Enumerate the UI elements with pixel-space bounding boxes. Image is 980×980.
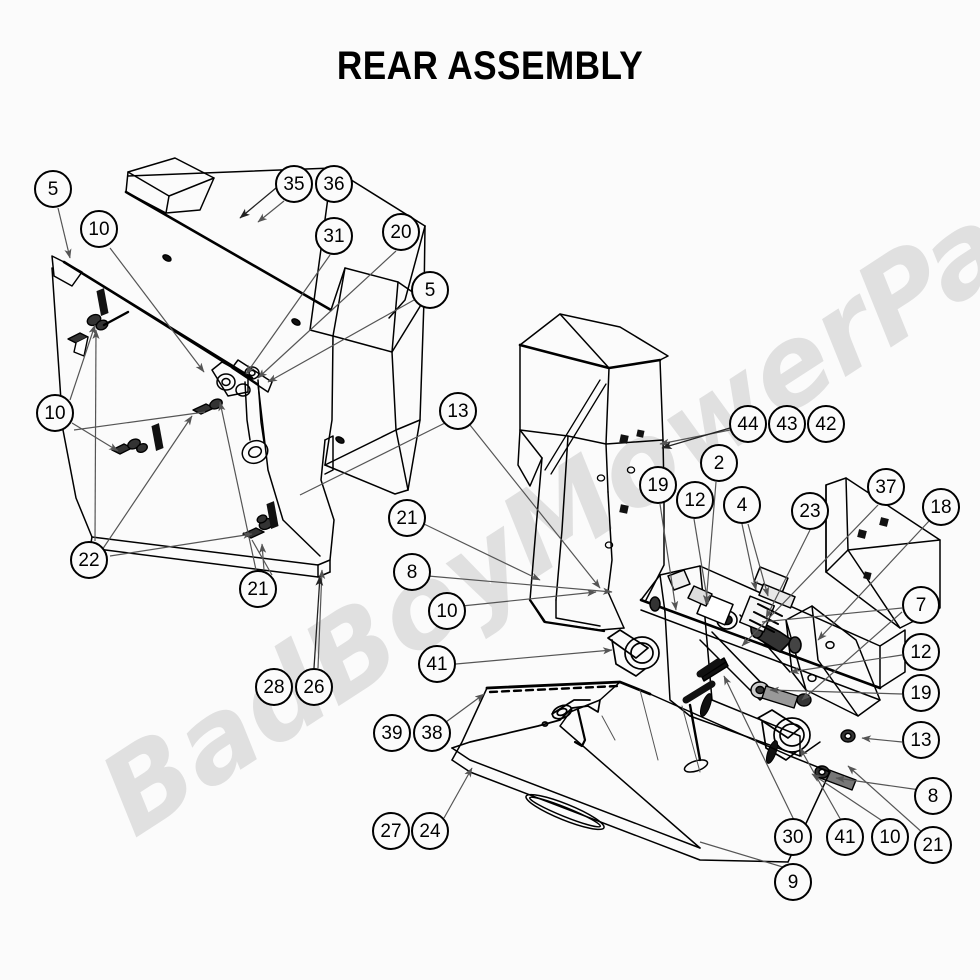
callout-21-chute[interactable]: 21 — [388, 499, 426, 537]
callout-44[interactable]: 44 — [729, 405, 767, 443]
callout-13-right[interactable]: 13 — [902, 721, 940, 759]
callout-36[interactable]: 36 — [315, 165, 353, 203]
callout-18[interactable]: 18 — [922, 488, 960, 526]
callout-13-center[interactable]: 13 — [439, 392, 477, 430]
callout-12-right[interactable]: 12 — [902, 633, 940, 671]
callout-30[interactable]: 30 — [774, 818, 812, 856]
callout-10-upper-left[interactable]: 10 — [80, 210, 118, 248]
callout-20[interactable]: 20 — [382, 213, 420, 251]
callout-19-right[interactable]: 19 — [902, 674, 940, 712]
callout-5-upper-left[interactable]: 5 — [34, 170, 72, 208]
callout-37[interactable]: 37 — [867, 468, 905, 506]
callout-41-chute[interactable]: 41 — [418, 645, 456, 683]
callout-42[interactable]: 42 — [807, 405, 845, 443]
callout-12-upper[interactable]: 12 — [676, 481, 714, 519]
callout-23[interactable]: 23 — [791, 492, 829, 530]
callout-21-left[interactable]: 21 — [239, 570, 277, 608]
callout-35[interactable]: 35 — [275, 165, 313, 203]
callout-8-right[interactable]: 8 — [914, 777, 952, 815]
callout-10-right[interactable]: 10 — [871, 818, 909, 856]
callout-28[interactable]: 28 — [255, 668, 293, 706]
callout-9[interactable]: 9 — [774, 863, 812, 901]
callout-10-chute[interactable]: 10 — [428, 592, 466, 630]
callout-31[interactable]: 31 — [315, 217, 353, 255]
callout-43[interactable]: 43 — [768, 405, 806, 443]
page-title: REAR ASSEMBLY — [336, 44, 644, 88]
callout-24[interactable]: 24 — [411, 812, 449, 850]
callout-5-right[interactable]: 5 — [411, 271, 449, 309]
callout-41-right[interactable]: 41 — [826, 818, 864, 856]
callout-27[interactable]: 27 — [372, 812, 410, 850]
callout-8-chute[interactable]: 8 — [393, 553, 431, 591]
callout-19-upper[interactable]: 19 — [639, 466, 677, 504]
callout-2[interactable]: 2 — [700, 444, 738, 482]
callout-22[interactable]: 22 — [70, 541, 108, 579]
callout-39[interactable]: 39 — [373, 714, 411, 752]
callout-7[interactable]: 7 — [902, 586, 940, 624]
callout-10-left[interactable]: 10 — [36, 394, 74, 432]
callout-21-right[interactable]: 21 — [914, 826, 952, 864]
callout-38[interactable]: 38 — [413, 714, 451, 752]
callout-26[interactable]: 26 — [295, 668, 333, 706]
callout-4[interactable]: 4 — [723, 486, 761, 524]
